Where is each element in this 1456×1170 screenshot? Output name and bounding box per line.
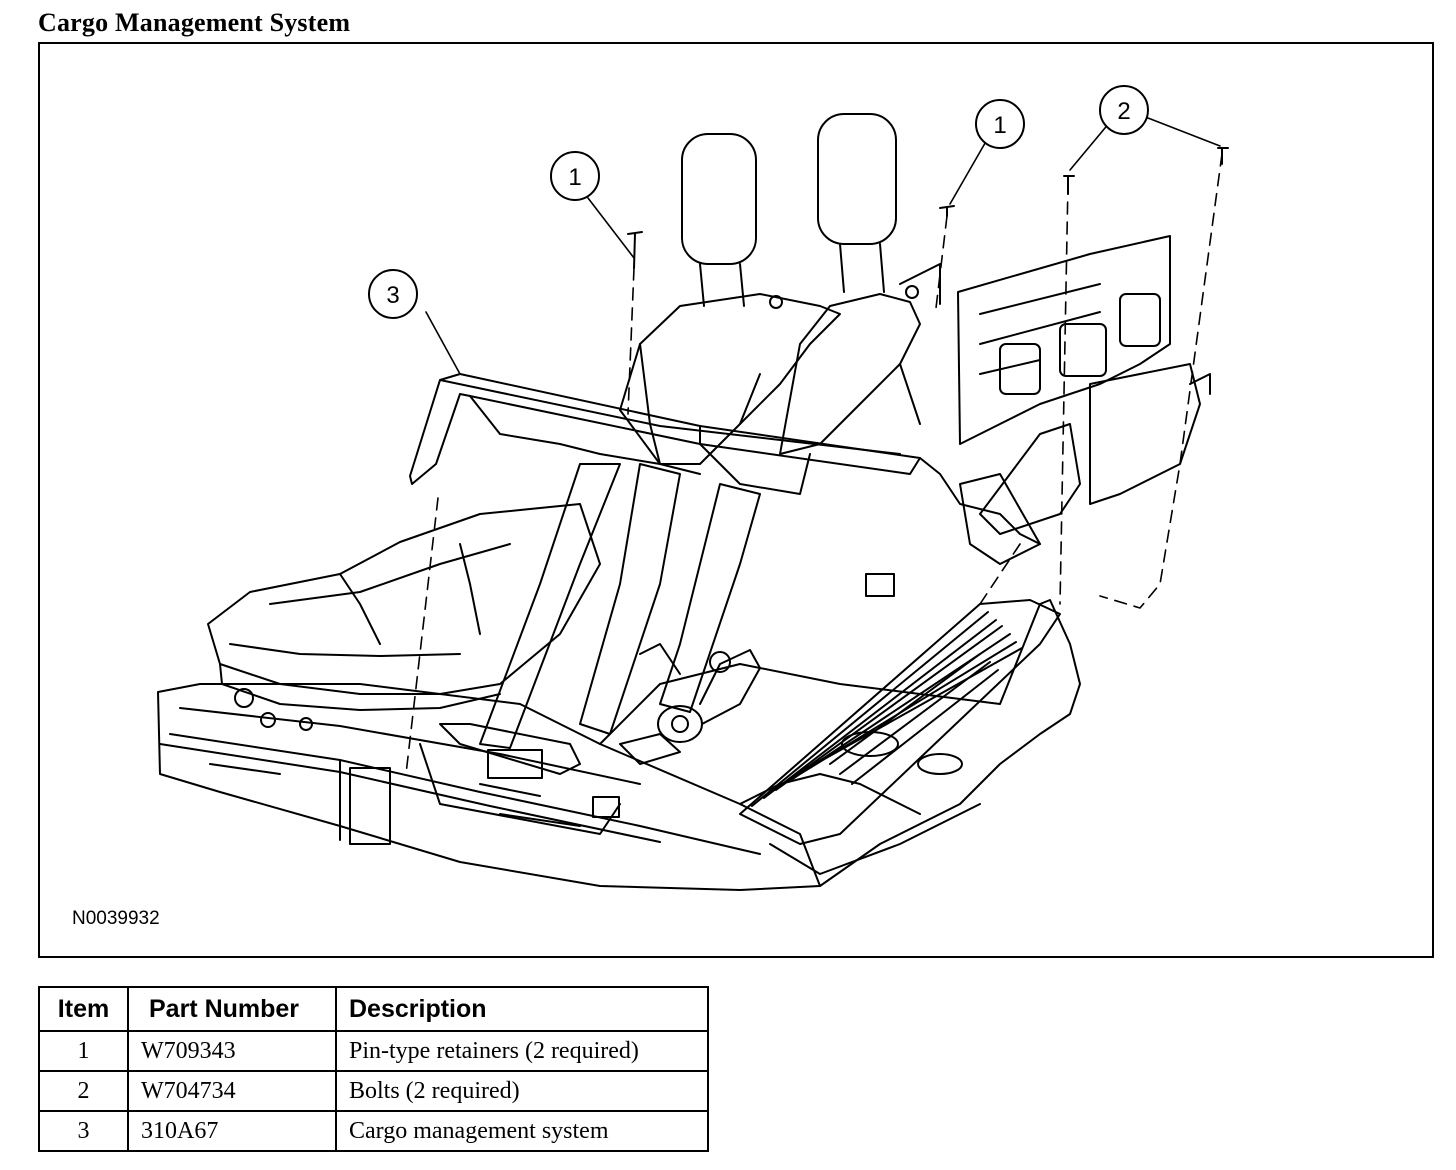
pin-retainer-left	[627, 231, 643, 269]
table-row: 3 310A67 Cargo management system	[38, 1110, 709, 1152]
callout-3: 3	[368, 269, 418, 319]
rear-seat-backs	[619, 113, 941, 465]
pin-retainer-right	[939, 205, 955, 217]
callout-2-number: 2	[1117, 98, 1130, 125]
callout-1-right-number: 1	[993, 112, 1006, 139]
cell-item: 1	[38, 1030, 129, 1072]
cell-description: Bolts (2 required)	[335, 1070, 709, 1112]
callout-leaders	[425, 117, 1221, 375]
callout-1-right: 1	[975, 99, 1025, 149]
callouts: 1 1 2 3	[368, 85, 1149, 319]
header-item: Item	[38, 986, 129, 1032]
cell-item: 3	[38, 1110, 129, 1152]
rear-sill-plate	[739, 599, 1061, 875]
vehicle-floor	[157, 573, 1081, 891]
table-row: 1 W709343 Pin-type retainers (2 required…	[38, 1030, 709, 1072]
callout-2: 2	[1099, 85, 1149, 135]
cell-part-number: W704734	[127, 1070, 337, 1112]
cell-description: Cargo management system	[335, 1110, 709, 1152]
cargo-management-frame	[409, 373, 1041, 835]
fasteners	[627, 147, 1229, 269]
jack-motor-assembly	[639, 643, 761, 743]
cell-part-number: 310A67	[127, 1110, 337, 1152]
rear-seat-cushion	[207, 503, 601, 711]
callout-3-number: 3	[386, 282, 399, 309]
callout-1-left-number: 1	[568, 164, 581, 191]
callout-1-left: 1	[550, 151, 600, 201]
page-title: Cargo Management System	[38, 8, 351, 37]
alignment-leader-lines	[405, 153, 1223, 775]
figure-frame: 1 1 2 3 N0039932	[38, 42, 1434, 958]
header-description: Description	[335, 986, 709, 1032]
parts-table: Item Part Number Description 1 W709343 P…	[38, 986, 709, 1152]
cell-item: 2	[38, 1070, 129, 1112]
cell-description: Pin-type retainers (2 required)	[335, 1030, 709, 1072]
header-part-number: Part Number	[127, 986, 337, 1032]
exploded-view-illustration: 1 1 2 3	[157, 85, 1229, 891]
bolt-left	[1063, 175, 1075, 195]
table-row: 2 W704734 Bolts (2 required)	[38, 1070, 709, 1112]
table-header-row: Item Part Number Description	[38, 986, 709, 1032]
cell-part-number: W709343	[127, 1030, 337, 1072]
figure-id: N0039932	[72, 908, 160, 929]
rear-panel-bins	[957, 235, 1211, 565]
bolt-right	[1217, 147, 1229, 165]
